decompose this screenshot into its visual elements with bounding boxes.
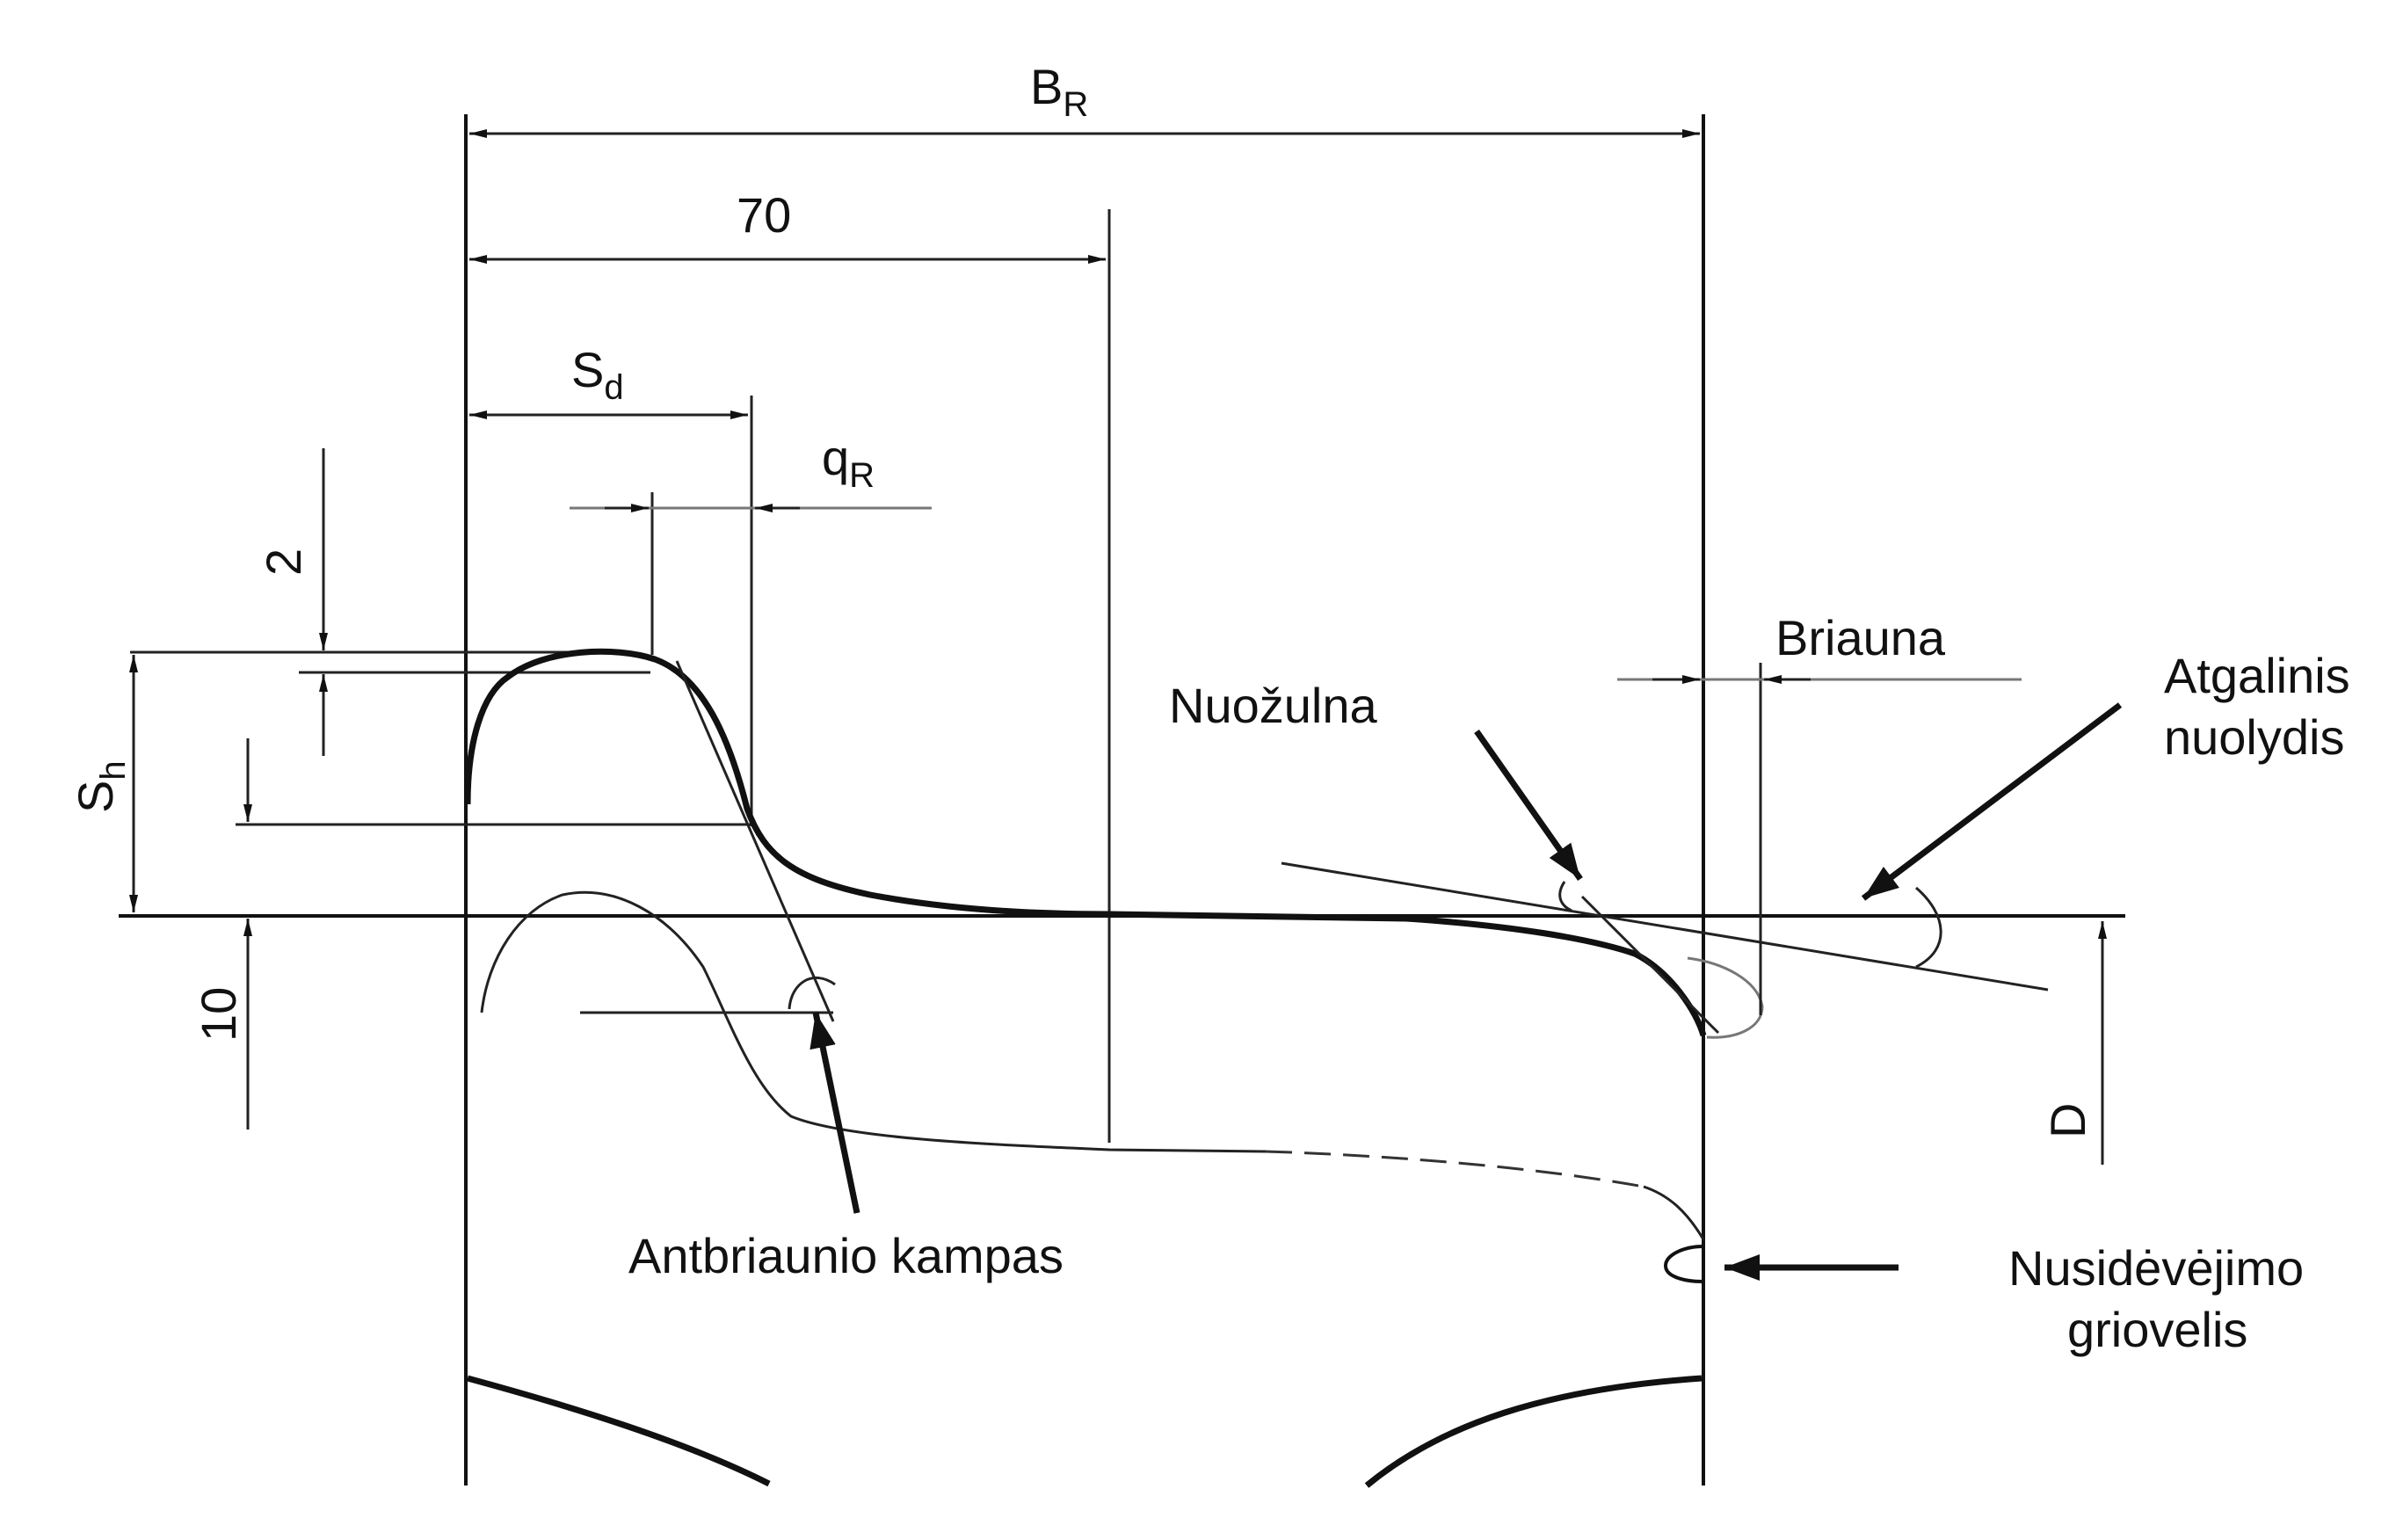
- wear-groove-shape: [1663, 1245, 1704, 1283]
- chamfer-line: [1580, 895, 1720, 1035]
- seventy-label: 70: [737, 187, 791, 243]
- antbriaunio-label: Antbriaunio kampas: [628, 1228, 1064, 1283]
- nuozulna-label: Nuožulna: [1169, 678, 1377, 733]
- back-slope-angle-arc: [1915, 886, 1942, 969]
- flange-angle-arc: [788, 976, 836, 1010]
- atgalinis-label-line1: Atgalinis: [2164, 648, 2350, 703]
- d-label: D: [2040, 1103, 2095, 1138]
- two-label: 2: [256, 548, 311, 576]
- lower-web-left-curve: [467, 1375, 771, 1487]
- sd-label: Sd: [571, 342, 624, 407]
- nuozulna-callout-arrow: [1474, 729, 1583, 882]
- nusidevejimo-label-line2: griovelis: [2067, 1302, 2247, 1357]
- back-slope-line: [1281, 861, 2049, 992]
- chamfer-worn-lip: [1687, 956, 1764, 1039]
- chamfer-angle-arc: [1558, 881, 1572, 912]
- worn-wheel-profile: [480, 890, 1267, 1153]
- lower-web-right-curve: [1364, 1375, 1703, 1488]
- briauna-label: Briauna: [1775, 610, 1946, 665]
- br-label: BR: [1030, 59, 1088, 124]
- new-wheel-profile: [464, 648, 1707, 1037]
- atgalinis-callout-arrow: [1861, 702, 2123, 901]
- atgalinis-label-line2: nuolydis: [2164, 709, 2344, 765]
- worn-profile-dashed: [1265, 1150, 1645, 1188]
- sh-label: Sh: [68, 760, 133, 813]
- flange-angle-line: [675, 660, 835, 1022]
- worn-profile-end: [1643, 1185, 1705, 1240]
- qr-label: qR: [822, 430, 875, 495]
- nusidevejimo-label-line1: Nusidėvėjimo: [2008, 1240, 2304, 1296]
- ten-label: 10: [191, 987, 246, 1042]
- antbriaunio-callout-arrow: [810, 1012, 860, 1214]
